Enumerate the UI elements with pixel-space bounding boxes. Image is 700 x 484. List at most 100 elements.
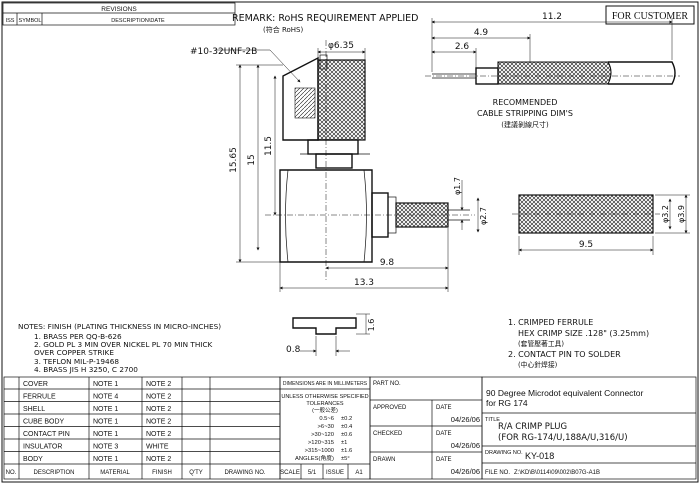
svg-text:>120~315: >120~315 — [308, 440, 334, 446]
svg-text:>315~1000: >315~1000 — [305, 448, 334, 454]
dim-1565: 15.65 — [229, 147, 239, 173]
dim-17: φ1.7 — [453, 177, 462, 195]
dim-16: 1.6 — [367, 319, 376, 332]
bom-cell-name: CONTACT PIN — [23, 431, 70, 438]
bom-cell-finish: NOTE 2 — [146, 381, 171, 388]
dim-08: 0.8 — [286, 345, 301, 355]
bom-cell-material: NOTE 1 — [93, 456, 118, 463]
dim-112: 11.2 — [542, 12, 562, 22]
bom-cell-name: FERRULE — [23, 394, 56, 401]
dim-133: 13.3 — [354, 278, 374, 288]
main-dimensions: #10-32UNF-2B φ6.35 15.65 15 11.5 φ1.7 φ2… — [190, 41, 488, 292]
dim-39: φ3.9 — [677, 205, 686, 223]
tolerance-row: ANGLES(角度) ±5° — [295, 454, 350, 462]
tolerance-title: DIMENSIONS ARE IN MILLIMETERS — [283, 381, 368, 387]
svg-text:>30~120: >30~120 — [311, 432, 334, 438]
approval-block: PART NO. APPROVED DATE 04/26/06 CHECKED … — [369, 376, 483, 480]
dim-95: 9.5 — [579, 240, 593, 250]
notes-item-2: 2. GOLD PL 3 MIN OVER NICKEL PL 70 MIN T… — [34, 340, 213, 349]
remark-line2: (符合 RoHS) — [263, 25, 303, 34]
notes-title: NOTES: FINISH (PLATING THICKNESS IN MICR… — [18, 322, 221, 331]
checked-date-label: DATE — [436, 431, 452, 437]
tolerance-row: >120~315 ±1 — [308, 440, 348, 446]
dim-115: 11.5 — [264, 136, 274, 156]
stripping-line3: (建議剝線尺寸) — [501, 120, 549, 129]
dim-635: φ6.35 — [328, 41, 354, 51]
bom-cell-material: NOTE 1 — [93, 419, 118, 426]
tolerance-l1: UNLESS OTHERWISE SPECIFIED — [281, 394, 368, 400]
drawn-date-label: DATE — [436, 457, 452, 463]
notes-item-4: 3. TEFLON MIL-P-19468 — [34, 357, 119, 366]
notes-item-5: 4. BRASS JIS H 3250, C 2700 — [34, 365, 138, 374]
scale-value: 5/1 — [308, 470, 317, 476]
bom-cell-name: SHELL — [23, 406, 45, 413]
tolerance-row: >30~120 ±0.6 — [311, 432, 352, 438]
stripping-line1: RECOMMENDED — [493, 98, 558, 107]
assembly-note-1: 1. CRIMPED FERRULE — [508, 318, 593, 327]
file-no: Z:\KD\B\0114\09\002\B07G-A1B — [514, 470, 600, 476]
tolerance-row: >315~1000 ±1.6 — [305, 448, 353, 454]
assembly-note-2: 2. CONTACT PIN TO SOLDER — [508, 350, 621, 359]
bom-cell-finish: NOTE 2 — [146, 431, 171, 438]
drawn-label: DRAWN — [373, 457, 395, 463]
cable-stripping-view: 11.2 4.9 2.6 RECOMMENDED CABLE STRIPPING… — [425, 12, 680, 129]
bom-cell-material: NOTE 3 — [93, 444, 118, 451]
revisions-col-iss: ISS — [6, 18, 15, 24]
dim-26: 2.6 — [455, 42, 470, 52]
bom-header-no: NO. — [6, 470, 17, 476]
tolerance-row: 0.5~6 ±0.2 — [319, 416, 352, 422]
part-description-2: for RG 174 — [486, 398, 528, 408]
bom-cell-finish: NOTE 2 — [146, 419, 171, 426]
svg-text:ANGLES(角度): ANGLES(角度) — [295, 454, 334, 462]
svg-text:0.5~6: 0.5~6 — [319, 416, 334, 422]
revisions-col-symbol: SYMBOL — [19, 18, 42, 24]
dim-27: φ2.7 — [479, 207, 488, 225]
bom-cell-finish: NOTE 2 — [146, 394, 171, 401]
assembly-note-1b: HEX CRIMP SIZE .128" (3.25mm) — [518, 329, 649, 338]
dim-32: φ3.2 — [661, 205, 670, 223]
remark-line1: REMARK: RoHS REQUIREMENT APPLIED — [232, 13, 418, 24]
file-no-label: FILE NO. — [485, 470, 510, 476]
tolerance-l2: TOLERANCES — [306, 401, 344, 407]
svg-text:±0.4: ±0.4 — [341, 424, 353, 430]
bom-cell-material: NOTE 1 — [93, 381, 118, 388]
bom-cell-material: NOTE 1 — [93, 431, 118, 438]
approved-date-label: DATE — [436, 405, 452, 411]
bom-header-qty: Q'TY — [189, 470, 202, 476]
drawing-no: KY-018 — [525, 451, 554, 461]
bom-header-finish: FINISH — [152, 470, 172, 476]
bom-row: BODY NOTE 1 NOTE 2 — [23, 456, 171, 463]
bom-header-material: MATERIAL — [100, 470, 130, 476]
bom-cell-material: NOTE 4 — [93, 394, 118, 401]
bom-cell-name: CUBE BODY — [23, 419, 65, 426]
bom-row: CONTACT PIN NOTE 1 NOTE 2 — [23, 431, 171, 438]
issue-label: ISSUE — [326, 470, 344, 476]
dim-49: 4.9 — [474, 28, 489, 38]
bom-header-drawing-no: DRAWING NO. — [224, 470, 265, 476]
bom-cell-name: INSULATOR — [23, 444, 62, 451]
connector-main-view — [265, 40, 475, 280]
stripping-line2: CABLE STRIPPING DIM'S — [477, 109, 573, 118]
svg-text:±1: ±1 — [341, 440, 347, 446]
bom-cell-name: COVER — [23, 381, 48, 388]
bom-row: FERRULE NOTE 4 NOTE 2 — [23, 394, 171, 401]
svg-text:±0.2: ±0.2 — [341, 416, 352, 422]
part-description-1: 90 Degree Microdot equivalent Connector — [486, 388, 644, 398]
title-line-2: (FOR RG-174/U,188A/U,316/U) — [498, 433, 628, 443]
bom-cell-finish: WHITE — [146, 444, 169, 451]
tolerance-l3: (一般公差) — [312, 406, 338, 414]
cap-detail-view: 1.6 0.8 — [286, 313, 376, 356]
assembly-note-2b: (中心針焊接) — [518, 360, 558, 369]
bom-table: COVER NOTE 1 NOTE 2 FERRULE NOTE 4 NOTE … — [3, 376, 281, 480]
tolerance-row: >6~30 ±0.4 — [318, 424, 353, 430]
title-block: 90 Degree Microdot equivalent Connector … — [481, 376, 697, 480]
drawn-date: 04/26/06 — [451, 467, 480, 476]
svg-text:±0.6: ±0.6 — [341, 432, 352, 438]
for-customer-box — [605, 5, 695, 25]
bom-row: COVER NOTE 1 NOTE 2 — [23, 381, 171, 388]
tolerance-block: DIMENSIONS ARE IN MILLIMETERS UNLESS OTH… — [279, 376, 371, 480]
bom-row: SHELL NOTE 1 NOTE 2 — [23, 406, 171, 413]
